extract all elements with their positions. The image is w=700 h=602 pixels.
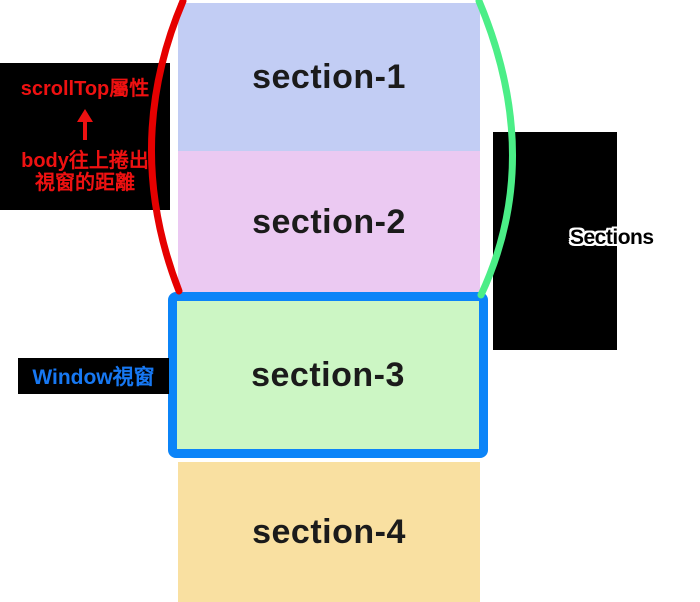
section-2-label: section-2	[252, 202, 406, 241]
section-3-label: section-3	[251, 355, 405, 394]
section-4-label: section-4	[252, 512, 406, 551]
section-1-label: section-1	[252, 57, 406, 96]
scrolltop-desc-line-1: body往上捲出	[21, 150, 149, 172]
section-2-block: section-2	[178, 151, 480, 293]
section-4-block: section-4	[178, 462, 480, 602]
up-arrow-icon	[77, 109, 93, 140]
section-1-block: section-1	[178, 3, 480, 151]
window-label-text: Window視窗	[32, 366, 155, 389]
scrolltop-property-label: scrollTop屬性	[20, 78, 150, 100]
window-label-bar: Window視窗	[18, 358, 169, 394]
window-viewport-box: section-3	[168, 292, 488, 458]
scrolltop-annotation-box: scrollTop屬性 body往上捲出 視窗的距離	[0, 63, 170, 210]
scrolltop-desc-line-2: 視窗的距離	[35, 172, 135, 194]
sections-label: Sections	[570, 226, 654, 249]
